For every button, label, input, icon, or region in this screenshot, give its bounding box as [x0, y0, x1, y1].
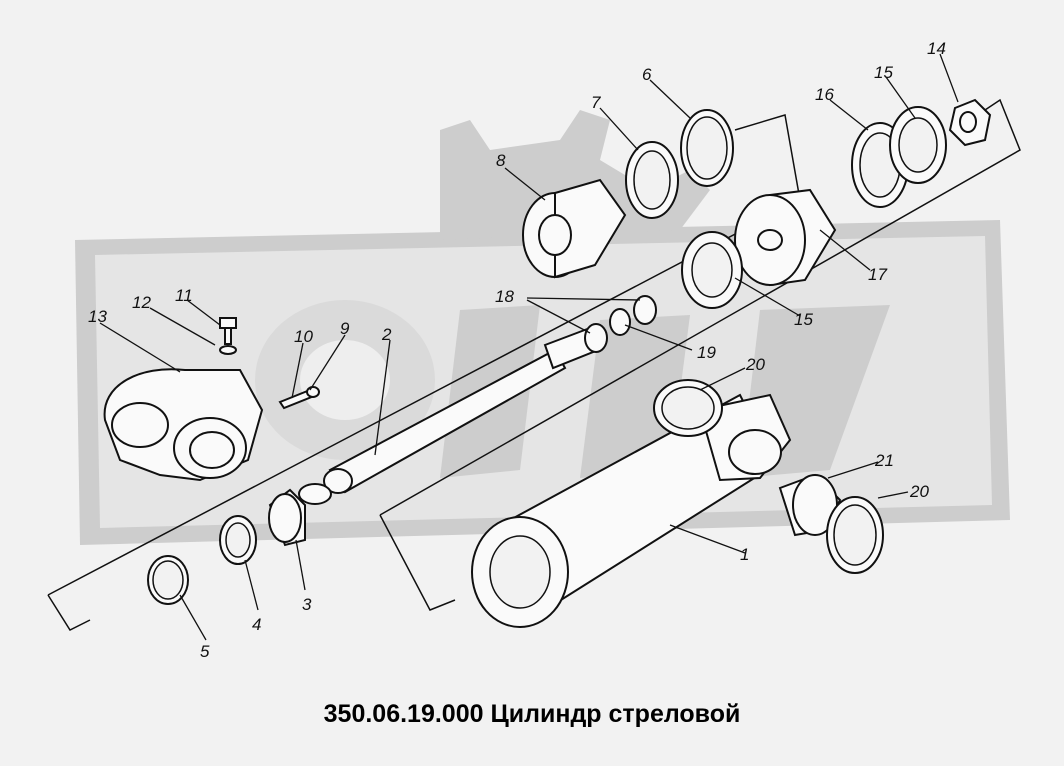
bolt-part-11	[219, 317, 237, 355]
callout-15-lower: 15	[794, 310, 813, 329]
nut-part-14	[948, 98, 992, 147]
callout-8: 8	[496, 151, 506, 170]
bushing-part-3	[268, 488, 306, 547]
rod-part-2	[298, 326, 600, 505]
callout-20-upper: 20	[745, 355, 765, 374]
callout-10: 10	[294, 327, 313, 346]
callout-12: 12	[132, 293, 151, 312]
ring-part-18	[584, 295, 657, 353]
split-ring-part-15-lower	[681, 231, 743, 309]
callout-4: 4	[252, 615, 261, 634]
callout-16: 16	[815, 85, 834, 104]
callout-17: 17	[868, 265, 887, 284]
ring-part-19	[609, 308, 631, 336]
ring-part-7	[625, 141, 679, 219]
ring-part-6	[680, 109, 734, 187]
diagram-caption: 350.06.19.000 Цилиндр стреловой	[323, 700, 741, 728]
snap-ring-part-20-upper	[653, 379, 723, 437]
callout-20-lower: 20	[909, 482, 929, 501]
callout-19: 19	[697, 343, 716, 362]
cylinder-body-part-1	[471, 393, 792, 628]
split-ring-part-15-upper	[889, 106, 947, 184]
callout-1: 1	[740, 545, 749, 564]
callout-13: 13	[88, 307, 107, 326]
callout-15-upper: 15	[874, 63, 893, 82]
callout-2: 2	[381, 325, 392, 344]
screw-part-10	[278, 386, 320, 410]
callout-14: 14	[927, 39, 946, 58]
piston-part-17	[734, 188, 837, 287]
callout-21: 21	[874, 451, 894, 470]
callout-3: 3	[302, 595, 312, 614]
ring-part-4	[219, 515, 257, 565]
callout-5: 5	[200, 642, 210, 661]
callout-7: 7	[591, 93, 601, 112]
bushing-part-21	[778, 473, 842, 537]
callout-11: 11	[175, 286, 193, 305]
callout-18: 18	[495, 287, 514, 306]
callout-labels: 1 2 3 4 5 6 7 8 9 10 11 12 13 14 15 15 1…	[88, 39, 946, 661]
leader-lines	[99, 53, 959, 641]
snap-ring-part-20-lower	[826, 496, 884, 574]
clevis-part-13	[103, 368, 264, 482]
snap-ring-part-5	[147, 555, 189, 605]
callout-9: 9	[340, 319, 350, 338]
piston-part-8	[522, 178, 627, 279]
assembly-lines	[47, 98, 1021, 631]
callout-6: 6	[642, 65, 652, 84]
